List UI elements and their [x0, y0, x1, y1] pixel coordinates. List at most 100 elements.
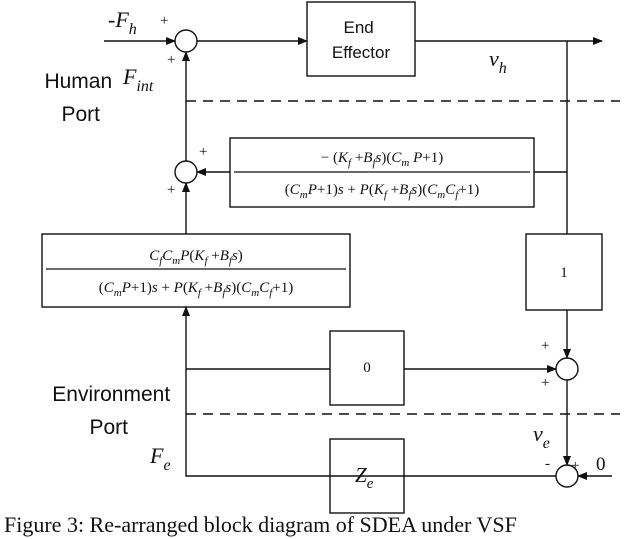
expression-term: m: [172, 255, 180, 267]
expression-term: +1): [131, 280, 152, 296]
expression-term: ): [238, 248, 243, 264]
expression-term: K: [187, 280, 199, 296]
expression-term: +: [208, 248, 220, 264]
human-port-label: Human Port: [44, 70, 118, 126]
expression-term: C: [427, 182, 438, 198]
expression-term: (: [183, 280, 188, 296]
expression-term: )(: [231, 280, 241, 296]
expression-term: f: [384, 189, 389, 201]
expression-term: +1): [422, 150, 443, 166]
expression-term: +1): [272, 280, 293, 296]
sign-feedback-right: +: [199, 144, 207, 160]
expression-term: B: [213, 280, 222, 296]
expression-term: f: [455, 189, 460, 201]
ve-label: ve: [533, 421, 550, 452]
expression-term: +: [387, 182, 399, 198]
expression-term: )(: [381, 150, 391, 166]
forward-numerator: CfCmP(Kf +Bfs): [149, 248, 243, 267]
expression-term: C: [149, 248, 160, 264]
expression-term: C: [104, 280, 115, 296]
figure-caption: Figure 3: Re-arranged block diagram of S…: [4, 512, 517, 537]
expression-term: K: [193, 248, 205, 264]
feedback-denominator: (CmP+1)s + P(Kf +Bfs)(CmCf+1): [285, 182, 479, 201]
summing-junction-top: [174, 29, 198, 53]
expression-term: s: [338, 182, 344, 198]
expression-term: (: [285, 182, 290, 198]
forward-denominator: (CmP+1)s + P(Kf +Bfs)(CmCf+1): [99, 280, 293, 299]
expression-term: B: [220, 248, 229, 264]
expression-term: K: [373, 182, 385, 198]
end-effector-block: [306, 1, 416, 77]
sign-bottom-minus: -: [545, 456, 550, 472]
expression-term: C: [162, 248, 173, 264]
expression-term: C: [290, 182, 301, 198]
summing-junction-feedback: [174, 160, 198, 184]
expression-term: +1): [317, 182, 338, 198]
feedback-numerator: − (Kf +Bfs)(Cm P+1): [321, 150, 443, 169]
expression-term: +1): [458, 182, 479, 198]
expression-term: +: [201, 280, 213, 296]
expression-term: f: [159, 255, 164, 267]
expression-term: P: [121, 280, 131, 296]
sign-top-bottom: +: [167, 52, 175, 68]
expression-term: P: [179, 248, 189, 264]
expression-term: )(: [417, 182, 427, 198]
expression-term: f: [222, 287, 227, 299]
fe-label: Fe: [149, 443, 171, 474]
expression-term: f: [408, 189, 413, 201]
unity-gain-label: 1: [560, 265, 568, 281]
unity-gain-block: [525, 233, 603, 311]
sign-bottom-plus: +: [571, 458, 579, 474]
sign-ve-left: +: [541, 375, 549, 391]
sign-feedback-bottom: +: [167, 182, 175, 198]
zero-input-label: 0: [596, 454, 606, 475]
expression-term: B: [399, 182, 408, 198]
expression-term: P: [173, 280, 183, 296]
expression-term: s: [376, 150, 382, 166]
expression-term: C: [445, 182, 456, 198]
expression-term: B: [363, 150, 372, 166]
expression-term: s: [225, 280, 231, 296]
expression-term: P: [359, 182, 369, 198]
signal-lines: [104, 37, 612, 480]
sign-ve-top: +: [541, 338, 549, 354]
fe-return-line: [182, 306, 556, 477]
zero-gain-block: [329, 330, 405, 406]
ze-label: Ze: [355, 463, 374, 492]
expression-term: K: [337, 150, 349, 166]
expression-term: f: [204, 255, 209, 267]
expression-term: m: [300, 189, 308, 201]
expression-term: +: [351, 150, 363, 166]
expression-term: C: [241, 280, 252, 296]
expression-term: f: [269, 287, 274, 299]
expression-term: P: [307, 182, 317, 198]
expression-term: − (: [321, 150, 338, 166]
expression-term: (: [369, 182, 374, 198]
expression-term: C: [391, 150, 402, 166]
expression-term: C: [259, 280, 270, 296]
vh-label: vh: [489, 46, 507, 77]
end-effector-label: End Effector: [332, 18, 391, 62]
environment-port-label: Environment Port: [52, 383, 176, 439]
neg-fh-label: -Fh: [108, 7, 137, 38]
expression-term: f: [372, 157, 377, 169]
forward-transfer-block: [41, 233, 351, 308]
junction-signs: + + + + + + - +: [160, 13, 579, 474]
expression-term: m: [251, 287, 259, 299]
expression-term: m: [437, 189, 445, 201]
expression-term: s: [152, 280, 158, 296]
expression-term: f: [348, 157, 353, 169]
expression-term: m: [114, 287, 122, 299]
expression-term: (: [189, 248, 194, 264]
expression-term: +: [158, 280, 174, 296]
expression-term: f: [198, 287, 203, 299]
expression-term: f: [229, 255, 234, 267]
expression-term: (: [99, 280, 104, 296]
expression-term: +: [344, 182, 360, 198]
expression-term: P: [409, 150, 422, 166]
fint-label: Fint: [122, 64, 154, 95]
summing-junction-ve: [555, 357, 579, 381]
expression-term: s: [232, 248, 238, 264]
sign-top-left: +: [160, 13, 168, 29]
